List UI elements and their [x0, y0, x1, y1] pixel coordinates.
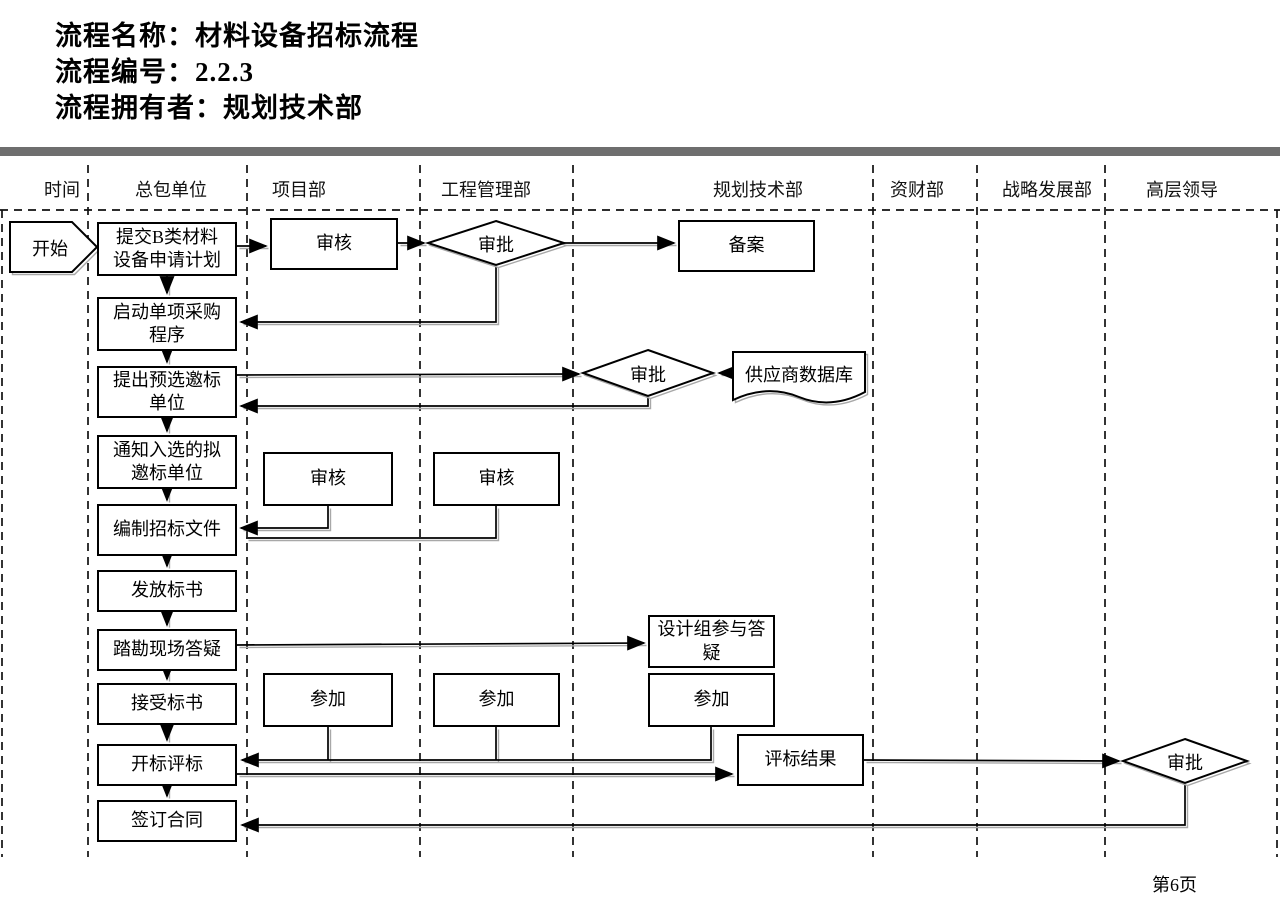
lane-header-time: 时间 [44, 180, 80, 200]
process-box-sign-contract: 签订合同 [97, 800, 237, 842]
arrow-result-to-approve3 [866, 761, 1122, 765]
process-box-eval-result: 评标结果 [737, 734, 864, 786]
separator-bar [0, 147, 1280, 156]
process-owner-title: 流程拥有者：规划技术部 [55, 93, 363, 123]
lane-header-contractor: 总包单位 [135, 180, 207, 200]
process-box-site-visit: 踏勘现场答疑 [97, 629, 237, 671]
process-box-review-1: 审核 [270, 218, 398, 270]
lane-header-finance: 资财部 [890, 180, 944, 200]
supplier-database-label: 供应商数据库 [745, 365, 853, 385]
decision-approve2-label: 审批 [630, 365, 666, 385]
decision-approve3-label: 审批 [1167, 753, 1203, 773]
arrow-result-to-approve3 [863, 753, 1121, 769]
arrow-approve1-to-procurement [239, 265, 497, 330]
arrow-attend-to-open [240, 727, 712, 768]
arrow-attend-to-open [244, 729, 715, 764]
lane-header-strategy: 战略发展部 [1002, 180, 1092, 200]
arrow-review2-to-prepare [243, 508, 332, 532]
decision-approve2-shape [580, 348, 716, 398]
arrow-propose-to-approve2 [236, 366, 581, 382]
process-box-design-qa: 设计组参与答 疑 [648, 615, 775, 668]
arrow-approve3-to-sign [244, 785, 1189, 829]
process-box-attend-3: 参加 [648, 673, 775, 727]
process-box-attend-1: 参加 [263, 673, 393, 727]
arrow-sitevisit-to-designqa [239, 644, 647, 649]
start-node-label: 开始 [32, 239, 68, 259]
process-name-title: 流程名称：材料设备招标流程 [55, 21, 419, 51]
process-box-prepare-docs: 编制招标文件 [97, 504, 237, 556]
start-pentagon-shape [9, 221, 99, 273]
line-review3-to-prepare [246, 506, 497, 539]
arrow-approve1-to-procurement [243, 267, 500, 326]
lane-header-leadership: 高层领导 [1146, 180, 1218, 200]
process-box-accept-bids: 接受标书 [97, 683, 237, 725]
lane-header-project: 项目部 [272, 180, 326, 200]
title-block: 流程名称：材料设备招标流程 流程编号：2.2.3 流程拥有者：规划技术部 [55, 18, 419, 126]
process-box-filing: 备案 [678, 220, 815, 272]
process-box-attend-2: 参加 [433, 673, 560, 727]
lane-divider-lines [0, 165, 1280, 857]
process-box-submit-plan: 提交B类材料 设备申请计划 [97, 222, 237, 276]
process-box-review-3: 审核 [433, 452, 560, 506]
process-box-review-2: 审核 [263, 452, 393, 506]
arrow-approve2-return [243, 398, 652, 410]
arrow-sitevisit-to-designqa [236, 635, 646, 651]
arrow-approve2-return [239, 396, 649, 414]
process-box-start-procurement: 启动单项采购 程序 [97, 297, 237, 351]
line-review3-to-prepare [248, 508, 500, 542]
arrow-review2-to-prepare [239, 506, 329, 536]
supplier-database-document-shape [732, 351, 866, 404]
decision-approve1-label: 审批 [478, 235, 514, 255]
process-number-title: 流程编号：2.2.3 [55, 57, 254, 87]
decision-approve1-shape [424, 219, 568, 267]
arrow-approve3-to-sign [240, 783, 1186, 833]
decision-approve3-shape [1120, 737, 1250, 785]
process-box-notify-bidders: 通知入选的拟 邀标单位 [97, 435, 237, 489]
lane-header-engineering: 工程管理部 [441, 180, 531, 200]
process-box-issue-docs: 发放标书 [97, 570, 237, 612]
process-box-open-evaluate: 开标评标 [97, 744, 237, 786]
arrow-propose-to-approve2 [239, 375, 582, 379]
process-box-propose-bidders: 提出预选邀标 单位 [97, 366, 237, 418]
lane-header-planning: 规划技术部 [713, 180, 803, 200]
page-number: 第6页 [1152, 875, 1197, 895]
